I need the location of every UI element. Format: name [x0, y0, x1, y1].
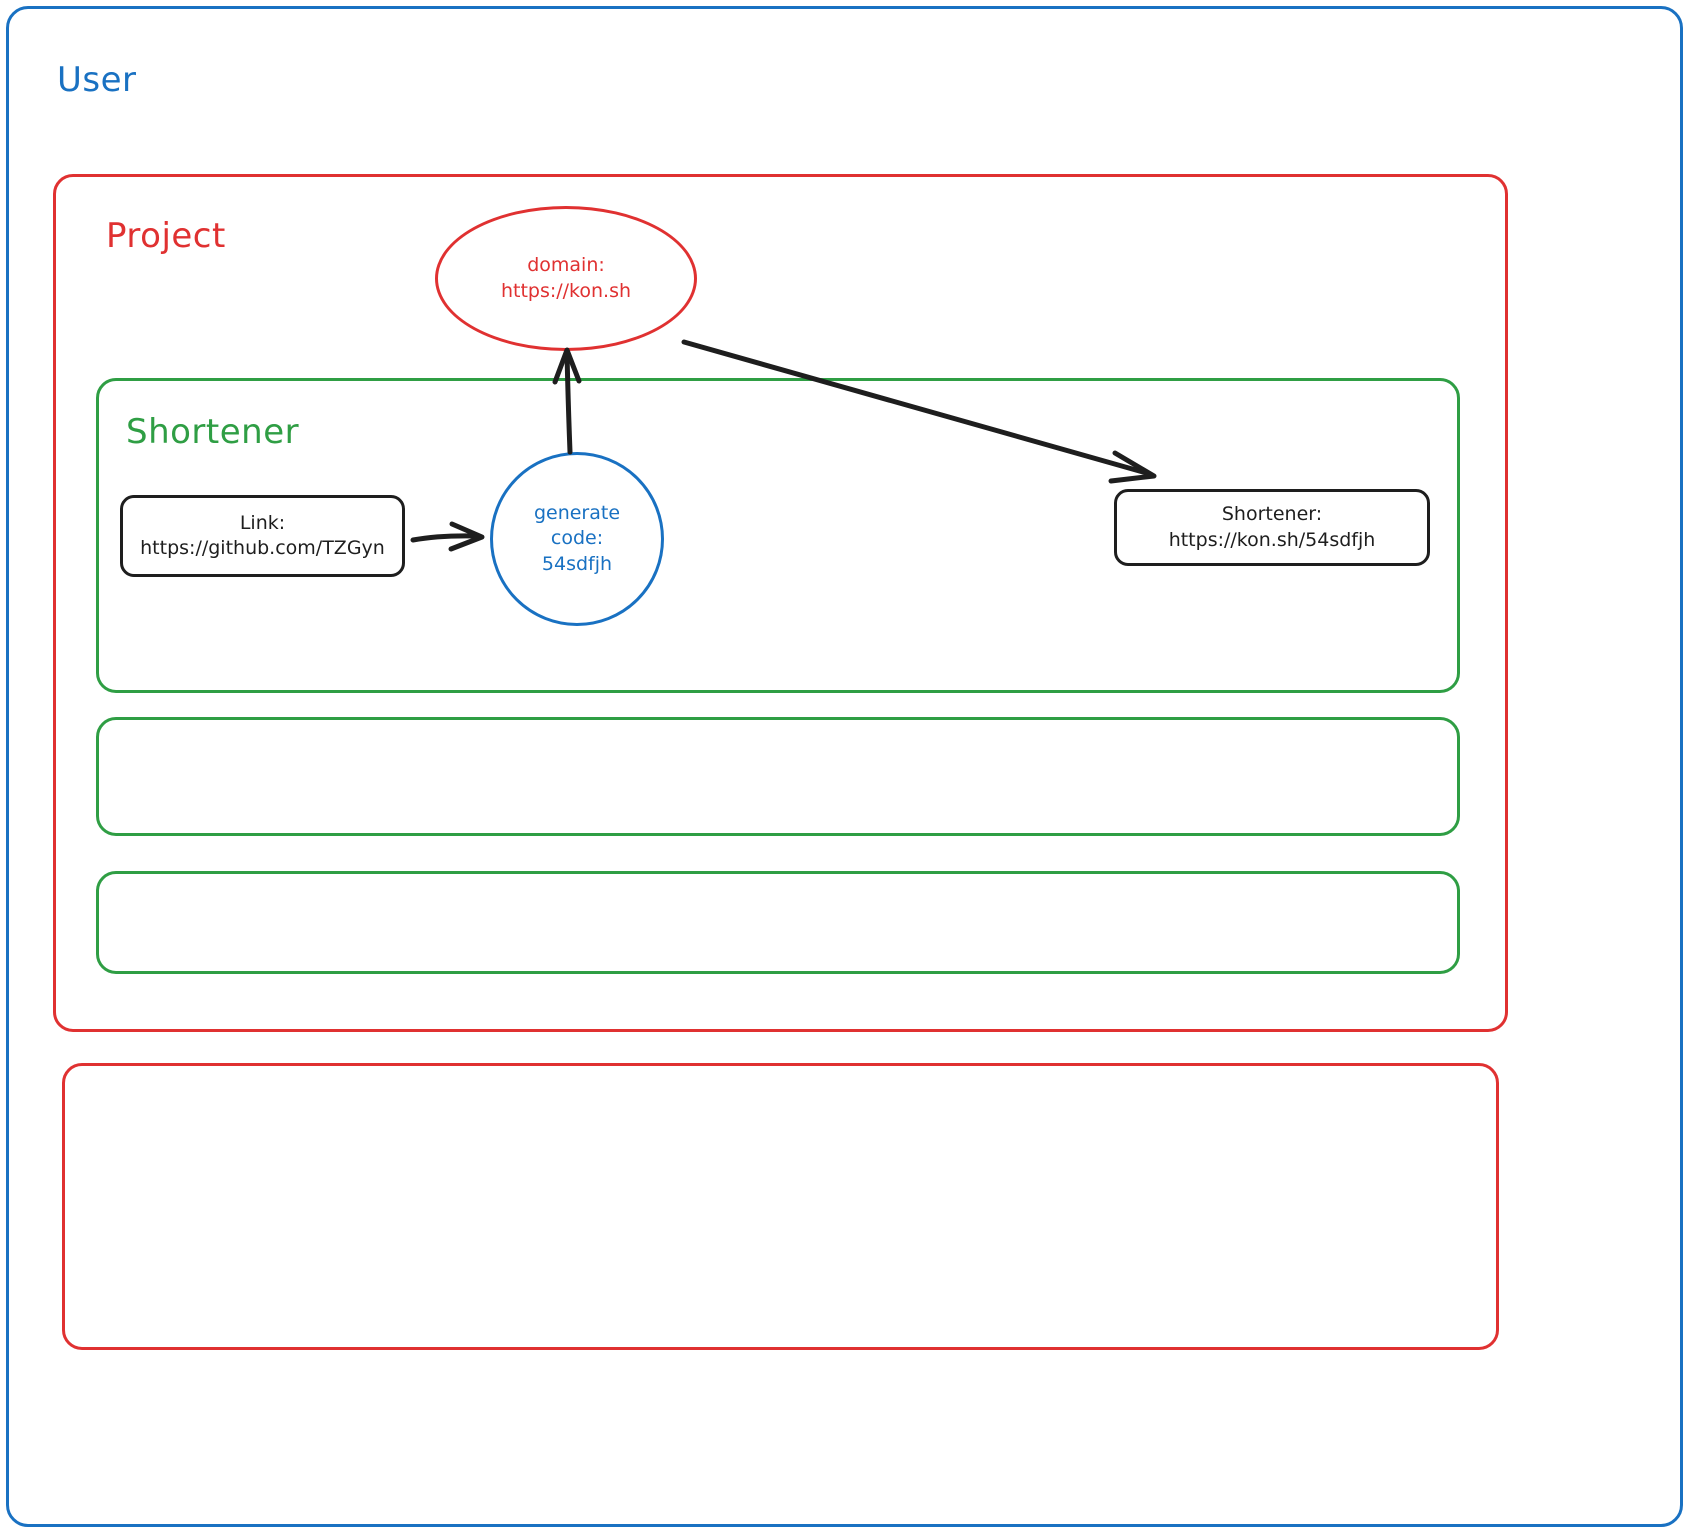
frame-green-empty-2[interactable] — [96, 871, 1460, 974]
node-domain[interactable]: domain: https://kon.sh — [435, 206, 697, 351]
frame-project-empty[interactable] — [62, 1063, 1499, 1350]
frame-shortener-label: Shortener — [126, 412, 300, 452]
node-domain-text: domain: https://kon.sh — [500, 254, 632, 302]
frame-project[interactable] — [53, 174, 1508, 1032]
node-generate-code[interactable]: generate code: 54sdfjh — [490, 452, 664, 626]
frame-project-label: Project — [106, 216, 226, 256]
node-link[interactable]: Link: https://github.com/TZGyn — [120, 495, 405, 577]
frame-green-empty-1[interactable] — [96, 717, 1460, 836]
node-generate-code-text: generate code: 54sdfjh — [533, 502, 621, 575]
node-shortener-result-text: Shortener: https://kon.sh/54sdfjh — [1168, 503, 1376, 551]
node-link-text: Link: https://github.com/TZGyn — [140, 511, 385, 559]
node-shortener-result[interactable]: Shortener: https://kon.sh/54sdfjh — [1114, 489, 1430, 566]
frame-user-label: User — [57, 60, 137, 100]
frame-user[interactable] — [6, 6, 1683, 1527]
